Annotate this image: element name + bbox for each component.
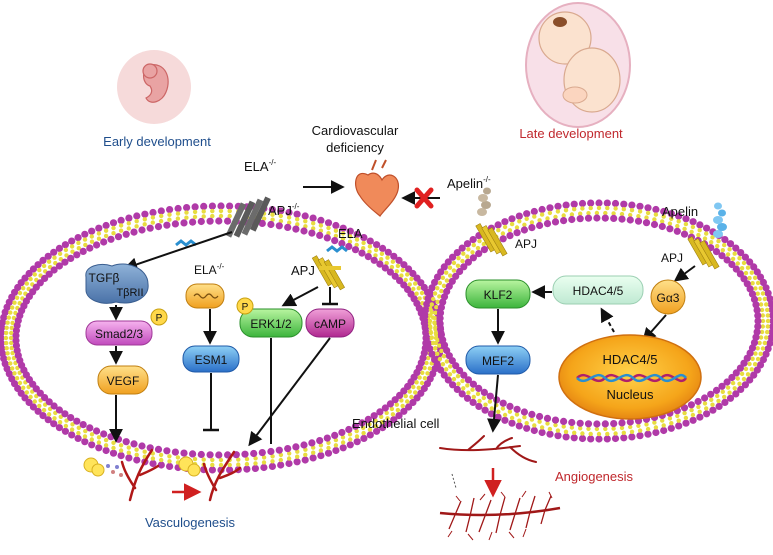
galpha-label: Gα3 [657,291,680,305]
camp-label: cAMP [314,317,346,331]
vasculogenesis-label: Vasculogenesis [145,515,236,530]
nucleus-label: Nucleus [607,387,654,402]
ela-peptide-icon-2 [326,245,348,253]
apj-to-erk-arrow [281,286,319,307]
heart-icon [354,159,400,217]
early-embryo-icon [117,50,191,124]
ela-knockout-inner-node: ELA-/- [185,262,225,309]
tgfb-receptor-node: TGFβ TβRII [85,263,149,304]
tbrii-label: TβRII [116,287,143,299]
camp-to-vessel-arrow [248,337,331,447]
angiogenesis-illustration [439,435,561,541]
vegf-label: VEGF [107,374,140,388]
apj-receptor-right-icon [687,236,720,270]
apj-right-cell-left-label: APJ [515,237,537,251]
camp-node: cAMP [305,308,355,338]
galpha-node: Gα3 [650,279,686,315]
hdac-nucleus-label: HDAC4/5 [603,352,658,367]
nucleus-to-hdac-dashed-arrow [600,307,615,333]
ela-peptide-icon [175,239,197,247]
apelin-peptide-icon-right [713,202,727,238]
esm1-label: ESM1 [195,353,228,367]
hdac-cytoplasm-node: HDAC4/5 [552,275,644,305]
mef2-node: MEF2 [465,345,531,375]
red-x-icon [414,187,434,209]
late-development-title: Late development [519,126,623,141]
erk-phospho-badge: P [236,297,254,315]
vasculogenesis-illustration [83,448,242,502]
mef2-label: MEF2 [482,354,514,368]
apelin-label: Apelin [662,204,698,219]
apj-knockout-label: APJ-/- [268,202,300,218]
nucleus: HDAC4/5 Nucleus [558,334,702,420]
apelin-peptide-icon-left [477,187,491,216]
esm1-node: ESM1 [182,345,240,373]
endothelial-cell-label: Endothelial cell [352,416,440,431]
apj-label: APJ [291,263,315,278]
left-cell-membrane [0,202,445,474]
svg-text:P: P [242,302,249,313]
cardiovascular-title-line1: Cardiovascular [312,123,399,138]
receptor-to-tgfb-arrow [123,231,233,272]
hdac-top-label: HDAC4/5 [573,284,624,298]
apj-receptor-left-icon [475,223,508,257]
early-development-title: Early development [103,134,211,149]
ela-ko-inner-label: ELA-/- [194,262,225,277]
apelin-knockout-label: Apelin-/- [447,175,491,191]
apj-right-cell-right-label: APJ [661,251,683,265]
smad-node: Smad2/3 [85,320,153,346]
tgfb-label: TGFβ [89,271,120,285]
erk-label: ERK1/2 [250,317,292,331]
smad-label: Smad2/3 [95,327,143,341]
angiogenesis-label: Angiogenesis [555,469,634,484]
apj-receptor-knockout-icon [225,196,271,238]
ela-label: ELA [338,226,363,241]
erk-node: ERK1/2 [239,308,303,338]
mef2-to-vessel-arrow [487,374,501,433]
cardiovascular-title-line2: deficiency [326,140,384,155]
apj-receptor-icon [311,255,346,291]
ela-knockout-label: ELA-/- [244,158,276,174]
vegf-node: VEGF [97,365,149,395]
late-fetus-icon [525,2,631,128]
apj-to-galpha-arrow [673,265,696,282]
svg-text:P: P [156,313,163,324]
smad-phospho-badge: P [150,308,168,326]
klf2-node: KLF2 [465,279,531,309]
klf2-label: KLF2 [484,288,513,302]
